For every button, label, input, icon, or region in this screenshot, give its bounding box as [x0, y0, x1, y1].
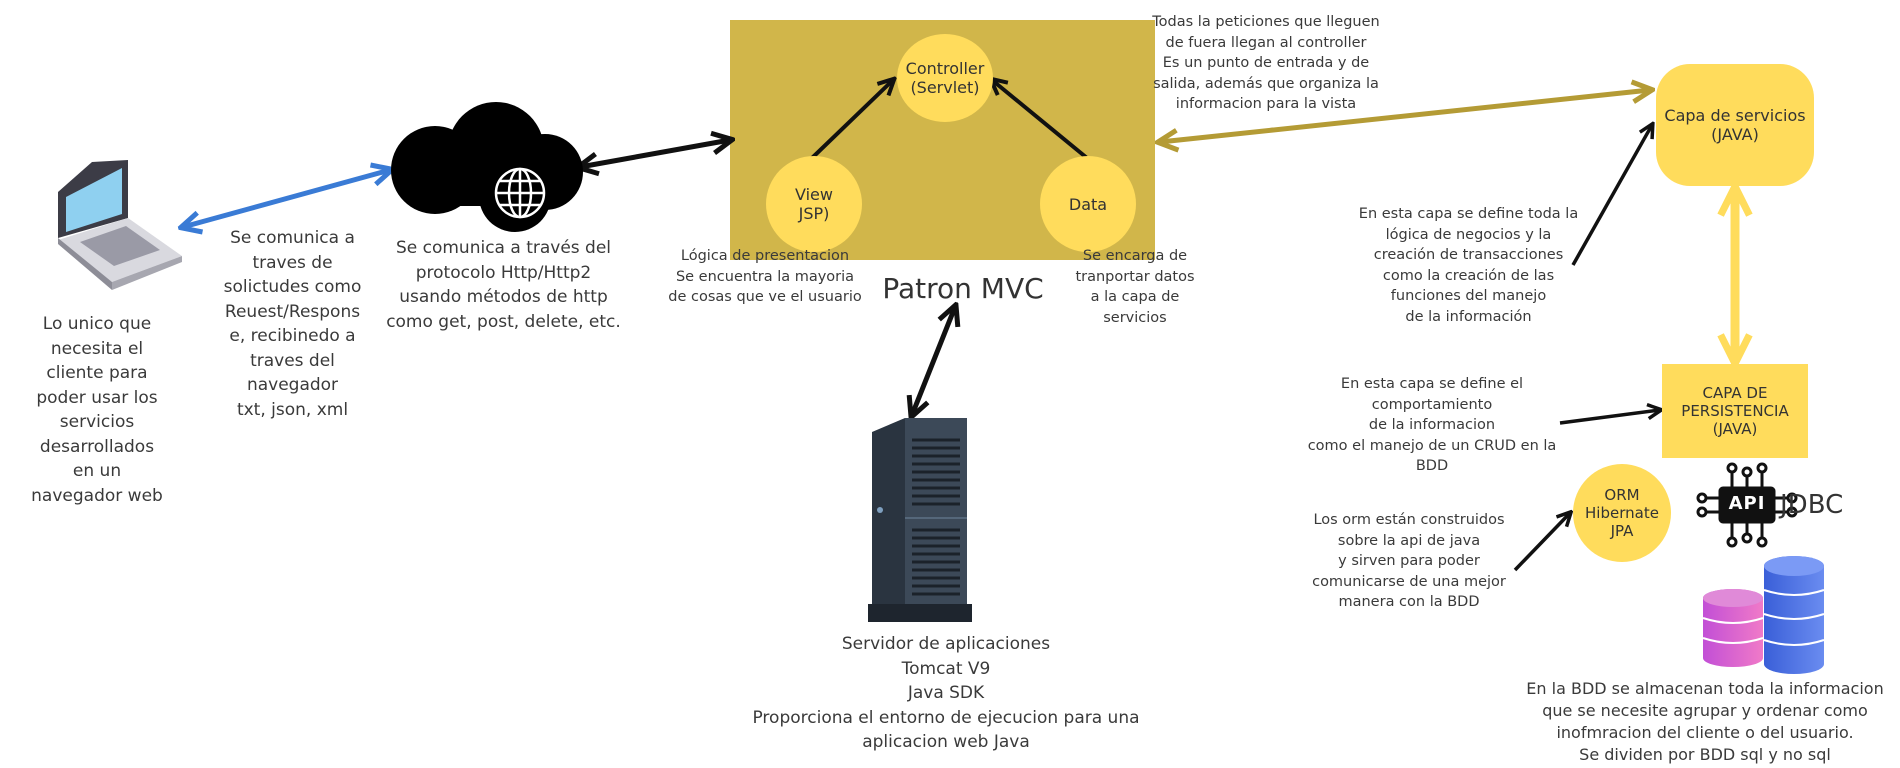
arrow-caption-persistence: [1559, 410, 1660, 425]
controller-caption: Todas la peticiones que lleguen de fuera…: [1152, 14, 1380, 112]
api-chip-label: API: [1728, 493, 1766, 514]
laptop-caption: Lo unico que necesita el cliente para po…: [31, 314, 163, 506]
arrow-data-controller: [992, 80, 1089, 160]
data-node: Data: [1040, 156, 1136, 252]
arrow-mvc-services: [1160, 90, 1650, 142]
arrow-view-controller: [810, 80, 893, 160]
data-caption: Se encarga de tranportar datos a la capa…: [1075, 248, 1195, 326]
orm-node: ORM Hibernate JPA: [1573, 464, 1671, 562]
view-node: View JSP): [766, 156, 862, 252]
persistence-layer-node: CAPA DE PERSISTENCIA (JAVA): [1662, 364, 1808, 458]
cloud-caption: Se comunica a través del protocolo Http/…: [386, 238, 621, 332]
services-caption: En esta capa se define toda la lógica de…: [1358, 206, 1579, 325]
database-caption: En la BDD se almacenan toda la informaci…: [1526, 679, 1884, 764]
arrow-laptop-cloud: [183, 170, 390, 227]
arrow-caption-services: [1571, 125, 1652, 266]
arrow-mvc-server: [912, 307, 955, 415]
view-caption: Lógica de presentacion Se encuentra la m…: [668, 248, 862, 305]
server-caption: Servidor de aplicaciones Tomcat V9 Java …: [752, 634, 1140, 752]
services-layer-node: Capa de servicios (JAVA): [1656, 64, 1814, 186]
mvc-title: Patron MVC: [882, 272, 1044, 305]
orm-caption: Los orm están construidos sobre la api d…: [1312, 512, 1506, 610]
controller-node: Controller (Servlet): [897, 34, 993, 122]
client-link-caption: Se comunica a traves de solictudes como …: [223, 228, 362, 420]
persistence-caption: En esta capa se define el comportamiento…: [1307, 376, 1557, 474]
arrow-cloud-mvc: [580, 140, 730, 167]
arrow-caption-orm: [1513, 513, 1570, 572]
jdbc-label: JDBC: [1780, 490, 1844, 520]
